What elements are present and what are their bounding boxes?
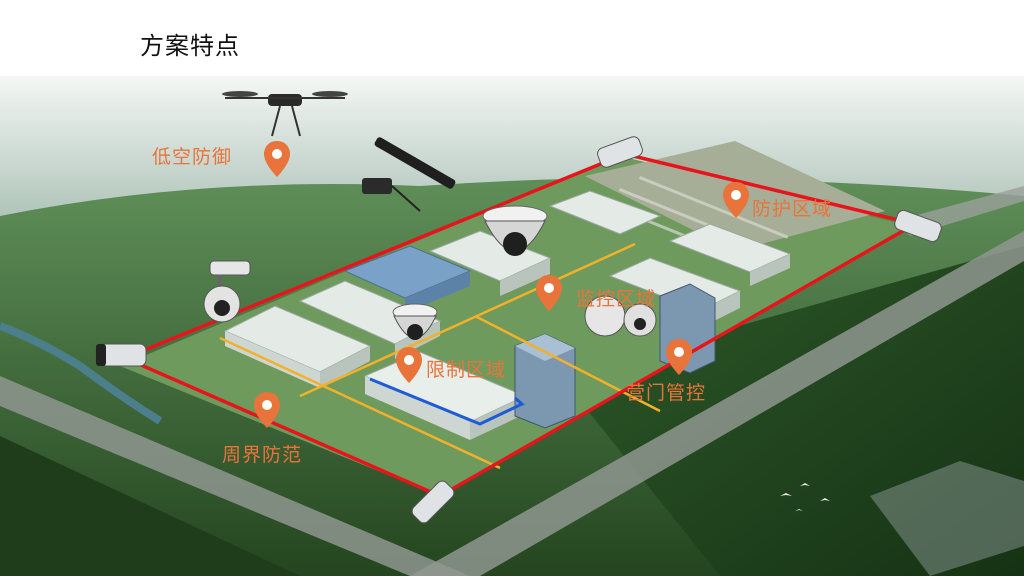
location-pin-icon xyxy=(254,392,280,428)
location-pin-icon xyxy=(396,347,422,383)
monitor-zone-line-c xyxy=(474,314,661,413)
road-right xyxy=(410,231,1024,576)
restricted-zone-line xyxy=(369,377,525,426)
forest-right xyxy=(560,246,1024,576)
bullet-camera-icon xyxy=(894,209,942,243)
river xyxy=(0,322,163,425)
location-pin-icon xyxy=(666,339,692,375)
dome-camera-icon xyxy=(482,205,548,256)
rifle-icon xyxy=(362,137,456,212)
label-perimeter-defense: 周界防范 xyxy=(222,444,303,466)
dome-camera-icon xyxy=(392,303,438,340)
ptz-camera-icon xyxy=(584,295,657,337)
birds xyxy=(780,483,830,511)
drone-icon xyxy=(222,91,348,137)
monitor-zone-line-a xyxy=(299,242,636,398)
label-restricted-zone: 限制区域 xyxy=(426,359,507,381)
bullet-camera-icon xyxy=(597,136,643,168)
forest-left xyxy=(0,436,300,576)
monitor-zone-line-b xyxy=(219,336,501,470)
label-low-altitude-defense: 低空防御 xyxy=(152,146,233,168)
label-gate-control: 营门管控 xyxy=(626,382,707,404)
distant-building xyxy=(870,461,1024,576)
road-left xyxy=(0,376,470,576)
label-monitor-zone: 监控区域 xyxy=(576,288,657,310)
ptz-camera-icon xyxy=(203,260,251,323)
location-pin-icon xyxy=(264,141,290,177)
buildings xyxy=(223,190,792,440)
bullet-camera-icon xyxy=(95,343,147,367)
label-defense-zone: 防护区域 xyxy=(752,198,833,220)
location-pin-icon xyxy=(723,182,749,218)
location-pin-icon xyxy=(536,275,562,311)
slide-title: 方案特点 xyxy=(140,32,240,60)
bullet-camera-icon xyxy=(411,480,455,524)
